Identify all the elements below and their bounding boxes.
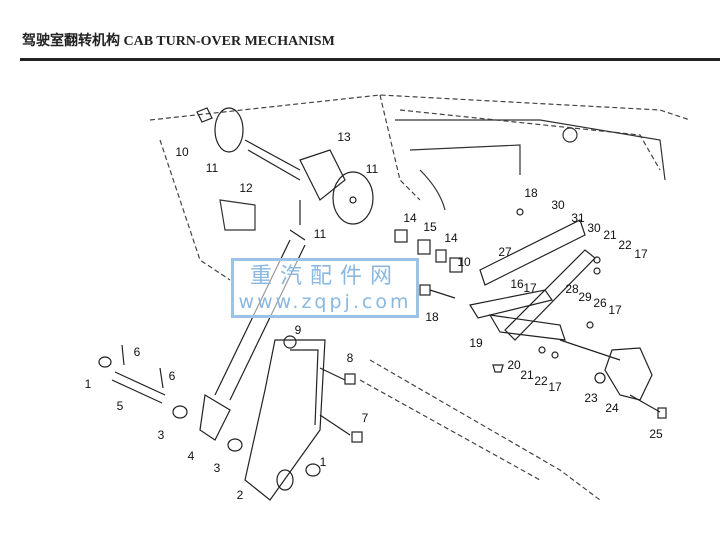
callout-6: 6 — [133, 345, 141, 359]
callout-7: 7 — [361, 411, 369, 425]
callout-12: 12 — [239, 181, 253, 195]
callout-5: 5 — [116, 399, 124, 413]
callout-21: 21 — [520, 368, 534, 382]
callout-1: 1 — [319, 455, 327, 469]
callout-17: 17 — [523, 281, 537, 295]
bolts — [283, 335, 363, 443]
callout-17: 17 — [608, 303, 622, 317]
callout-24: 24 — [605, 401, 619, 415]
callout-14: 14 — [444, 231, 458, 245]
watermark: 重汽配件网 www.zqpj.com — [231, 258, 419, 318]
callout-4: 4 — [187, 449, 195, 463]
callout-8: 8 — [346, 351, 354, 365]
callout-15: 15 — [423, 220, 437, 234]
callout-10: 10 — [457, 255, 471, 269]
callout-20: 20 — [507, 358, 521, 372]
callout-13: 13 — [337, 130, 351, 144]
callout-21: 21 — [603, 228, 617, 242]
callout-25: 25 — [649, 427, 663, 441]
callout-22: 22 — [534, 374, 548, 388]
header-divider — [20, 58, 720, 61]
callout-17: 17 — [634, 247, 648, 261]
callout-29: 29 — [578, 290, 592, 304]
callout-16: 16 — [510, 277, 524, 291]
callout-3: 3 — [157, 428, 165, 442]
cab-frame — [219, 119, 666, 231]
callout-10: 10 — [175, 145, 189, 159]
callout-6: 6 — [168, 369, 176, 383]
page-title: 驾驶室翻转机构 CAB TURN-OVER MECHANISM — [22, 34, 335, 49]
callout-18: 18 — [425, 310, 439, 324]
callout-23: 23 — [584, 391, 598, 405]
callout-31: 31 — [571, 211, 585, 225]
callout-11: 11 — [205, 161, 219, 175]
callout-11: 11 — [365, 162, 379, 176]
callout-18: 18 — [524, 186, 538, 200]
callout-9: 9 — [294, 323, 302, 337]
callout-22: 22 — [618, 238, 632, 252]
callout-26: 26 — [593, 296, 607, 310]
callout-17: 17 — [548, 380, 562, 394]
callout-1: 1 — [84, 377, 92, 391]
cab-outline — [149, 94, 691, 501]
linkage-arms — [419, 208, 621, 361]
callout-30: 30 — [587, 221, 601, 235]
callout-14: 14 — [403, 211, 417, 225]
mount-bracket — [244, 339, 326, 501]
callout-3: 3 — [213, 461, 221, 475]
watermark-url: www.zqpj.com — [238, 291, 412, 313]
callout-30: 30 — [551, 198, 565, 212]
washers-14-15 — [394, 229, 463, 273]
callout-28: 28 — [565, 282, 579, 296]
callout-2: 2 — [236, 488, 244, 502]
pin-5 — [98, 344, 321, 477]
watermark-cn: 重汽配件网 — [249, 264, 400, 289]
callout-27: 27 — [498, 245, 512, 259]
callout-19: 19 — [469, 336, 483, 350]
upper-shaft-assembly — [196, 107, 374, 241]
callout-11: 11 — [313, 227, 327, 241]
lower-bracket — [492, 347, 667, 419]
